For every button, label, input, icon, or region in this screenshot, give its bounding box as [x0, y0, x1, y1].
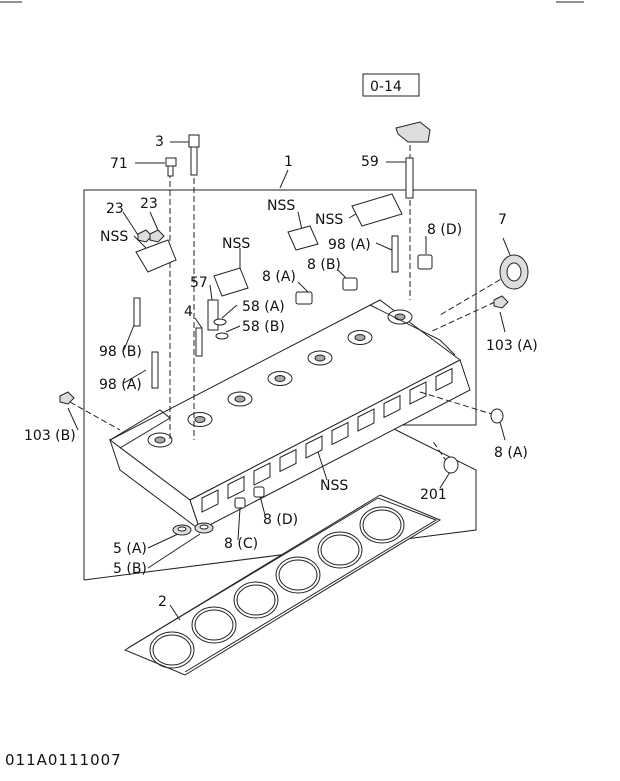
stud-98a-left — [151, 351, 159, 389]
cam-journal — [387, 309, 413, 325]
plug-201 — [443, 456, 459, 474]
callout-103b: 103 (B) — [24, 428, 76, 444]
gasket-bore — [317, 531, 363, 569]
callout-5b: 5 (B) — [113, 561, 147, 577]
cam-journal — [267, 371, 293, 386]
callout-nss-5: NSS — [320, 478, 348, 494]
head-port — [279, 448, 297, 473]
bolt-71 — [165, 157, 177, 177]
callout-8a-right: 8 (A) — [494, 445, 528, 461]
gasket-bore — [359, 506, 405, 544]
head-port — [331, 421, 349, 446]
callout-98a-left: 98 (A) — [99, 377, 142, 393]
seal-5a — [172, 524, 192, 536]
nut-23-left — [137, 229, 153, 243]
head-port — [435, 367, 453, 392]
head-port — [383, 394, 401, 419]
oil-seal-7 — [499, 254, 529, 290]
callout-8c: 8 (C) — [224, 536, 258, 552]
callout-nss-1: NSS — [267, 198, 295, 214]
head-port — [305, 435, 323, 459]
stud-98b — [133, 297, 141, 327]
gasket-bore — [233, 581, 279, 619]
cam-cap-nss-1 — [287, 225, 319, 251]
callout-nss-4: NSS — [222, 236, 250, 252]
alignment-lines — [69, 145, 509, 463]
cam-journal — [307, 350, 333, 366]
plug-8d-bottom — [253, 486, 265, 498]
stud-98a-top — [391, 235, 399, 273]
callout-8a-top: 8 (A) — [262, 269, 296, 285]
nut-23-right — [149, 229, 165, 243]
ref-box-label[interactable]: 0-14 — [370, 79, 402, 95]
head-port — [357, 408, 375, 432]
callout-4: 4 — [184, 304, 193, 320]
callout-98a-top: 98 (A) — [328, 237, 371, 253]
head-port — [253, 462, 271, 486]
callout-58b: 58 (B) — [242, 319, 285, 335]
callout-71: 71 — [110, 156, 128, 172]
cam-journal — [147, 432, 173, 448]
callout-98b: 98 (B) — [99, 344, 142, 360]
bolt-103a — [493, 295, 509, 309]
assembly-frame — [83, 189, 477, 581]
callout-103a: 103 (A) — [486, 338, 538, 354]
callout-23-left: 23 — [106, 201, 124, 217]
plug-8c — [234, 497, 246, 509]
head-gasket — [123, 494, 442, 676]
diagram-code: 011A0111007 — [5, 751, 122, 769]
callout-23-right: 23 — [140, 196, 158, 212]
valve-stem-seal-57 — [207, 299, 219, 331]
callout-8b: 8 (B) — [307, 257, 341, 273]
callout-57: 57 — [190, 275, 208, 291]
plug-8b — [342, 277, 358, 291]
callout-2: 2 — [158, 594, 167, 610]
gasket-bore — [191, 606, 237, 644]
head-port — [227, 475, 245, 500]
callout-201: 201 — [420, 487, 447, 503]
cam-journal — [227, 391, 253, 407]
cam-cap-nss-3 — [213, 267, 249, 297]
rocker-bracket-left — [135, 239, 177, 273]
head-port — [201, 489, 219, 513]
gasket-bore — [275, 556, 321, 594]
ref-box-frame — [362, 73, 420, 97]
cam-cap-nss-2 — [351, 193, 403, 227]
plug-8a-top — [295, 291, 313, 305]
callout-8d-bottom: 8 (D) — [263, 512, 298, 528]
cylinder-head — [109, 299, 471, 532]
washer-58a — [213, 318, 227, 326]
seal-5b — [194, 522, 214, 534]
pin-4 — [195, 327, 203, 357]
plug-8d-top — [417, 254, 433, 270]
washer-58b — [215, 332, 229, 340]
cam-journal — [347, 330, 373, 345]
callout-8d-top: 8 (D) — [427, 222, 462, 238]
callout-nss-3: NSS — [100, 229, 128, 245]
callout-59: 59 — [361, 154, 379, 170]
gasket-bore — [149, 631, 195, 669]
head-port — [409, 381, 427, 405]
plug-8a-right — [490, 408, 504, 424]
callout-7: 7 — [498, 212, 507, 228]
callout-3: 3 — [155, 134, 164, 150]
stud-59 — [405, 157, 414, 199]
cam-journal — [187, 412, 213, 427]
callout-5a: 5 (A) — [113, 541, 147, 557]
bolt-103b — [59, 391, 75, 405]
bolt-3 — [188, 134, 200, 176]
callout-58a: 58 (A) — [242, 299, 285, 315]
callout-1: 1 — [284, 154, 293, 170]
callout-nss-2: NSS — [315, 212, 343, 228]
bracket-0-14 — [395, 121, 431, 143]
